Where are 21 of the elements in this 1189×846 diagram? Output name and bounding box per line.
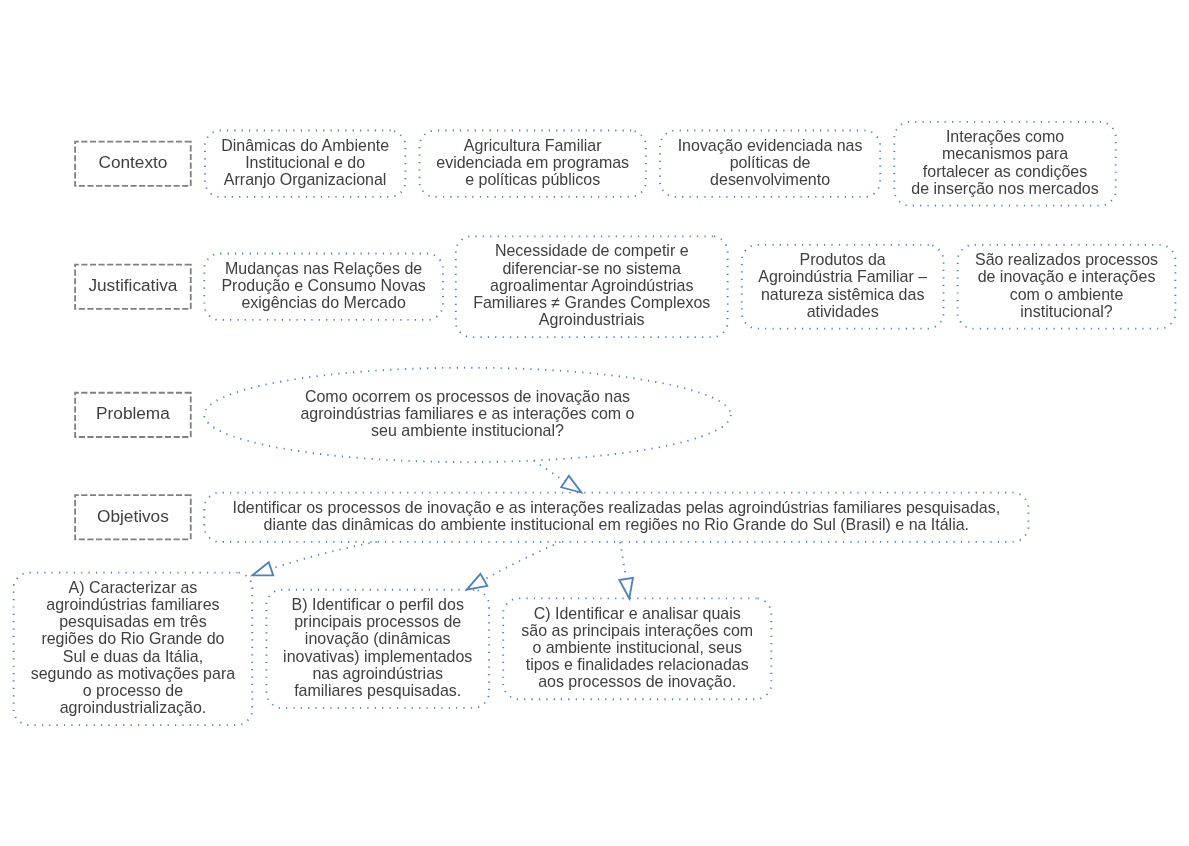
node-box: Contexto xyxy=(74,140,192,187)
node-box: Problema xyxy=(74,391,192,438)
node-box: Mudanças nas Relações de Produção e Consumo Novas exigências do Mercado xyxy=(203,252,444,321)
node-box: Agricultura Familiar evidenciada em programas e políticas públicos xyxy=(418,129,647,198)
node-ellipse: Como ocorrem os processos de inovação nas agroindústrias familiares e as interações com o seu ambiente institucional? xyxy=(203,366,732,463)
node-box: C) Identificar e analisar quais são as principais interações com o ambiente institucional, seus tipos e finalidades relacionadas aos processos de inovação. xyxy=(502,596,773,700)
node-box: A) Caracterizar as agroindústrias familiares pesquisadas em três regiões do Rio Grande do Sul e duas da Itália, segundo as motivações para o processo de agroindustrialização. xyxy=(12,571,254,726)
node-box: Objetivos xyxy=(74,493,192,540)
arrow xyxy=(532,459,584,494)
arrow xyxy=(464,540,562,591)
arrow xyxy=(249,540,378,576)
node-box: B) Identificar o perfil dos principais processos de inovação (dinâmicas inovativas) implementados nas agroindústrias familiares pesquisadas. xyxy=(265,588,490,709)
node-box: Dinâmicas do Ambiente Institucional e do Arranjo Organizacional xyxy=(203,129,407,198)
node-box: Produtos da Agroindústria Familiar – natureza sistêmica das atividades xyxy=(740,243,945,329)
node-box: Interações como mecanismos para fortalecer as condições de inserção nos mercados xyxy=(893,120,1117,206)
node-box: Identificar os processos de inovação e as interações realizadas pelas agroindústrias familiares pesquisadas, diante das dinâmicas do ambiente institucional em regiões no Rio Grande do Sul (Brasil) e na Itália. xyxy=(203,491,1030,543)
node-box: Inovação evidenciada nas políticas de desenvolvimento xyxy=(659,129,882,198)
node-box: São realizados processos de inovação e interações com o ambiente institucional? xyxy=(956,243,1177,329)
arrow xyxy=(617,540,635,601)
node-box: Justificativa xyxy=(74,263,192,310)
node-box: Necessidade de competir e diferenciar-se no sistema agroalimentar Agroindústrias Familiares ≠ Grandes Complexos Agroindustriais xyxy=(454,234,729,338)
